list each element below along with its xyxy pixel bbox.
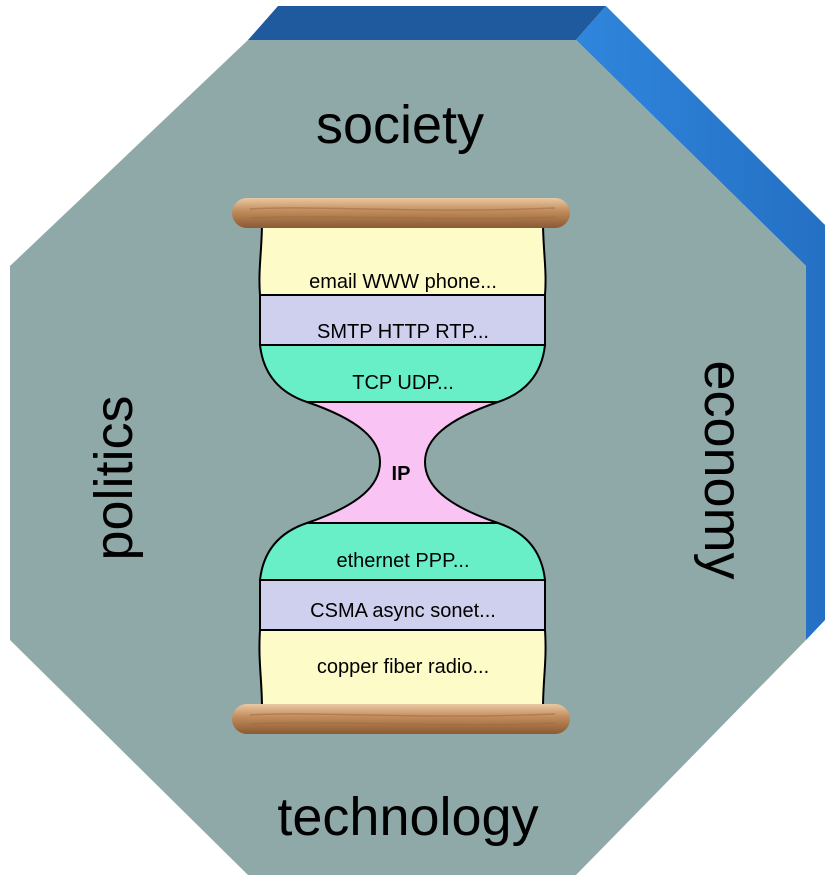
layer-label-mac: CSMA async sonet...: [310, 600, 496, 622]
wood-bottom: [232, 704, 570, 734]
label-left: politics: [84, 395, 144, 560]
label-right: economy: [693, 360, 753, 579]
wood-top: [232, 198, 570, 228]
layer-label-app-protocols: SMTP HTTP RTP...: [317, 321, 489, 343]
octagon-bevel-right: [576, 6, 825, 640]
octagon-bevel-top: [248, 6, 606, 40]
layer-label-link: ethernet PPP...: [336, 550, 469, 572]
layer-label-application: email WWW phone...: [309, 271, 497, 293]
layer-label-transport: TCP UDP...: [352, 372, 454, 394]
label-bottom: technology: [277, 787, 538, 847]
label-top: society: [316, 95, 484, 155]
layer-label-ip: IP: [392, 463, 411, 485]
layer-label-physical: copper fiber radio...: [317, 656, 489, 678]
